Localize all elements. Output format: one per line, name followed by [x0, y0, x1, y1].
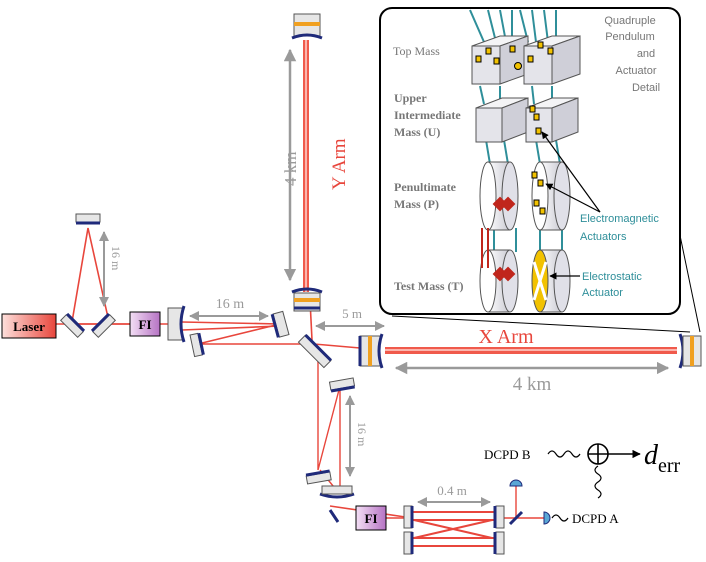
power-recycling-mirror	[167, 305, 186, 343]
src-length-label: 16 m	[355, 422, 369, 447]
omc-mirrors	[403, 505, 505, 555]
y-end-test-mass	[291, 13, 323, 40]
dcpd-b-photodiode	[509, 479, 523, 487]
inset-title-line1: Quadruple	[604, 15, 655, 27]
upper-intermediate-label-1: Upper	[394, 91, 427, 105]
penultimate-label-1: Penultimate	[394, 180, 457, 194]
suspension-wires	[469, 9, 563, 252]
output-fi-label: FI	[365, 511, 378, 526]
imc-length-label: 16 m	[109, 246, 123, 271]
dcpd-a-signal	[551, 514, 569, 522]
top-mass-blocks	[471, 35, 581, 85]
electrostatic-label-2: Actuator	[582, 287, 623, 299]
test-mass-label: Test Mass (T)	[394, 279, 464, 293]
d-err-symbol: derr	[644, 440, 681, 477]
inset-title-line5: Detail	[632, 82, 660, 94]
sr3-mirror	[305, 469, 332, 485]
x-arm-label: X Arm	[479, 326, 534, 348]
dimension-markers	[99, 48, 670, 507]
y-arm-label: Y Arm	[329, 138, 350, 190]
y-input-test-mass	[291, 287, 323, 312]
readout: DCPD B DCPD A derr	[484, 440, 681, 526]
summing-junction	[587, 443, 609, 465]
inset-title-line3: and	[637, 48, 655, 60]
electromagnetic-label-2: Actuators	[580, 231, 627, 243]
inset-callout-line-left	[391, 315, 691, 333]
electrostatic-label-1: Electrostatic	[582, 271, 642, 283]
electromagnetic-actuators	[475, 41, 554, 215]
laser-box: Laser	[1, 313, 57, 339]
actuator-pointer-arrows	[541, 131, 601, 280]
output-faraday-isolator: FI	[355, 505, 387, 531]
signal-recycling-beam	[317, 356, 341, 492]
bs-offset-label: 5 m	[342, 306, 362, 321]
top-mass-label: Top Mass	[393, 44, 440, 58]
penultimate-label-2: Mass (P)	[394, 197, 439, 211]
reaction-chain	[481, 196, 516, 282]
upper-intermediate-label-3: Mass (U)	[394, 125, 440, 139]
dcpd-b-signal	[547, 450, 581, 458]
beam-splitter	[297, 333, 333, 369]
imc-left-mirror	[59, 312, 86, 339]
quadruple-pendulum-inset: Quadruple Pendulum and Actuator Detail T…	[379, 7, 681, 315]
pr3-mirror	[189, 332, 205, 358]
y-arm-length-label: 4 km	[281, 152, 300, 186]
laser-label: Laser	[13, 319, 45, 334]
test-mass-cylinders	[479, 249, 571, 313]
output-steering-mirror	[328, 509, 340, 523]
upper-intermediate-mass-blocks	[475, 97, 579, 143]
electromagnetic-label-1: Electromagnetic	[580, 213, 659, 225]
main-labels: Y Arm 4 km X Arm 4 km 16 m 16 m 5 m 16 m…	[109, 138, 551, 498]
dcpd-a-photodiode	[543, 511, 551, 525]
inset-labels: Quadruple Pendulum and Actuator Detail T…	[393, 15, 660, 299]
x-input-test-mass	[358, 333, 384, 369]
input-fi-label: FI	[139, 317, 152, 332]
inset-title-line2: Pendulum	[605, 31, 655, 43]
signal-recycling-mirror	[319, 485, 355, 499]
sr2-mirror	[328, 377, 356, 393]
x-arm-length-label: 4 km	[513, 374, 552, 395]
dcpd-a-label: DCPD A	[572, 511, 619, 526]
imc-top-mirror	[75, 213, 101, 225]
x-end-test-mass	[678, 333, 702, 369]
dcpd-b-label: DCPD B	[484, 447, 531, 462]
mirrors	[59, 13, 702, 555]
output-mode-cleaner-beam	[412, 511, 494, 547]
pr2-mirror	[270, 310, 290, 338]
prc-length-label: 16 m	[216, 297, 245, 312]
power-recycling-beam	[181, 321, 314, 345]
input-faraday-isolator: FI	[129, 311, 161, 337]
imc-right-mirror	[90, 312, 117, 339]
inset-title-line4: Actuator	[616, 65, 657, 77]
omc-length-label: 0.4 m	[437, 483, 467, 498]
dcpd-beam-splitter	[508, 510, 524, 526]
upper-intermediate-label-2: Intermediate	[394, 108, 461, 122]
